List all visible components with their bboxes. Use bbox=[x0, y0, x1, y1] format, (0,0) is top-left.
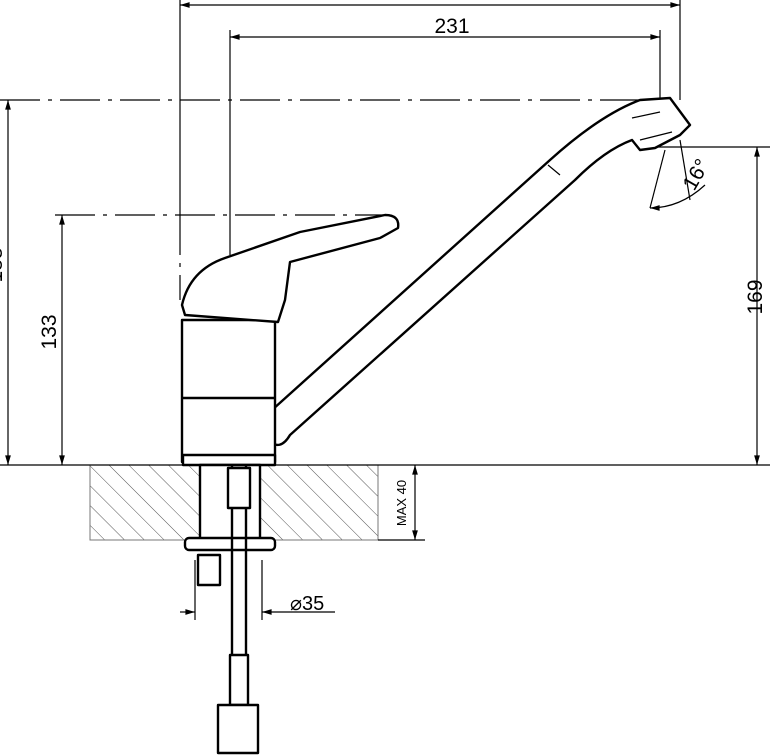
dimension-label-133: 133 bbox=[38, 314, 61, 349]
faucet-outline bbox=[180, 96, 692, 755]
dimension-label-231: 231 bbox=[434, 15, 469, 38]
dimension-label-169: 169 bbox=[744, 279, 767, 314]
dimension-label-diameter: ⌀35 bbox=[290, 593, 324, 615]
dimension-lines bbox=[5, 2, 760, 615]
dimension-label-max-40: MAX 40 bbox=[394, 480, 409, 526]
dimension-label-total-height: 188 bbox=[0, 247, 7, 282]
extension-lines bbox=[0, 0, 770, 620]
